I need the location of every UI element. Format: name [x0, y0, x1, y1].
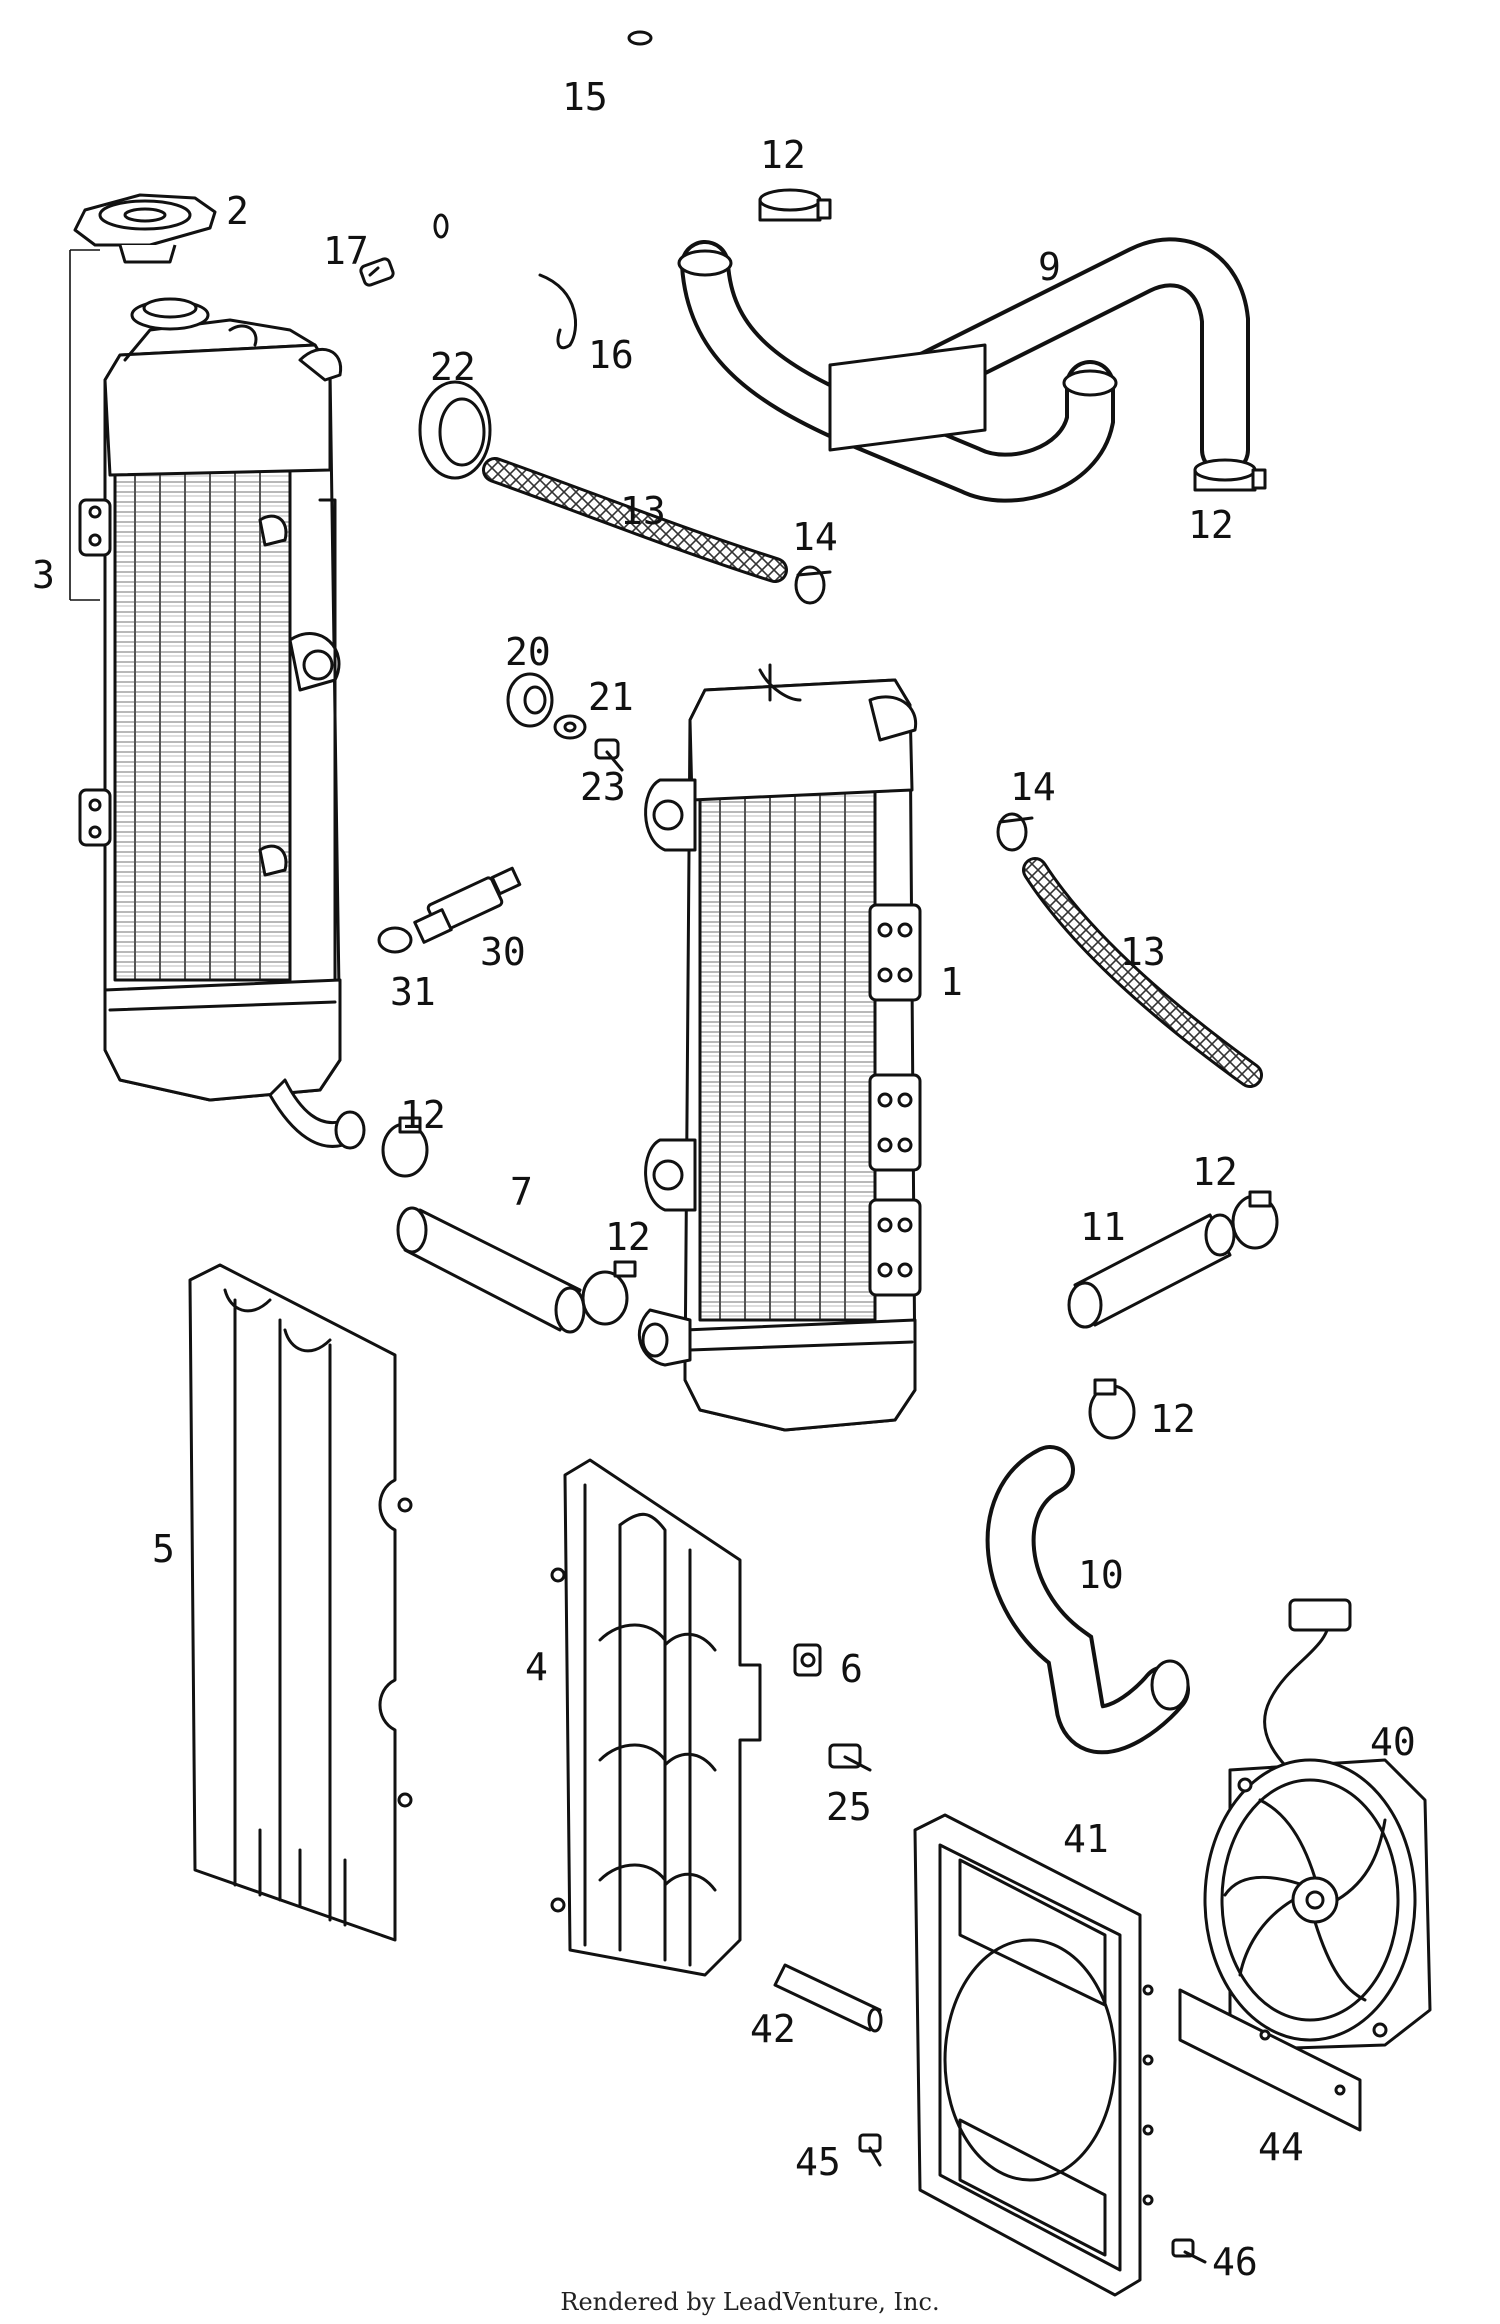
callout-14: 14: [792, 515, 838, 559]
callout-12: 12: [760, 133, 806, 177]
callout-10: 10: [1078, 1553, 1124, 1597]
callout-9: 9: [1038, 245, 1061, 289]
clamp-12-top: [758, 188, 832, 222]
callout-42: 42: [750, 2007, 796, 2051]
callout-15: 15: [562, 75, 608, 119]
hose-11: [1067, 1213, 1236, 1329]
callout-20: 20: [505, 630, 551, 674]
plate-44: [1178, 1988, 1362, 2132]
callout-11: 11: [1080, 1205, 1126, 1249]
temp-sensor-30: [413, 866, 522, 944]
right-radiator: [637, 663, 922, 1432]
callout-30: 30: [480, 930, 526, 974]
clamp-12-right: [1193, 458, 1267, 492]
clamp-12-left: [381, 1116, 429, 1178]
callout-14: 14: [1010, 765, 1056, 809]
callout-40: 40: [1370, 1720, 1416, 1764]
radiator-cap: [73, 193, 217, 264]
callout-16: 16: [588, 333, 634, 377]
callout-5: 5: [152, 1527, 175, 1571]
callout-6: 6: [840, 1647, 863, 1691]
callout-3: 3: [32, 553, 55, 597]
hose-7: [396, 1206, 586, 1334]
callout-22: 22: [430, 345, 476, 389]
y-hose: [677, 237, 1250, 503]
shroud-5: [188, 1263, 413, 1942]
callout-21: 21: [588, 675, 634, 719]
callout-13: 13: [1120, 930, 1166, 974]
callout-2: 2: [226, 189, 249, 233]
shroud-4: [550, 1458, 762, 1977]
callout-17: 17: [323, 229, 369, 273]
callout-44: 44: [1258, 2125, 1304, 2169]
callout-45: 45: [795, 2140, 841, 2184]
callout-12: 12: [1150, 1397, 1196, 1441]
callout-46: 46: [1212, 2240, 1258, 2284]
callout-31: 31: [390, 970, 436, 1014]
clamp-14-upper: [794, 565, 832, 605]
callout-1: 1: [940, 960, 963, 1004]
spacer-42: [773, 1963, 883, 2033]
clamp-14-lower: [996, 812, 1034, 852]
grommet-22: [418, 380, 492, 480]
left-radiator: [69, 249, 366, 1150]
overflow-hose: [433, 30, 653, 239]
callout-13: 13: [620, 489, 666, 533]
washer-21: [553, 714, 587, 740]
grommet-20: [506, 672, 554, 728]
callout-41: 41: [1063, 1817, 1109, 1861]
callout-12: 12: [1188, 503, 1234, 547]
callout-12: 12: [605, 1215, 651, 1259]
fan-frame-41: [913, 1813, 1154, 2297]
clamp-12-right-lower: [1088, 1378, 1136, 1440]
braided-hose-lower: [1022, 857, 1263, 1088]
screw-46: [1171, 2238, 1207, 2264]
callout-7: 7: [510, 1170, 533, 1214]
hose-clip-16: [538, 273, 577, 350]
clip-nut-6: [793, 1643, 822, 1677]
callout-12: 12: [1192, 1150, 1238, 1194]
braided-hose-upper: [482, 457, 788, 583]
fan-40: [1203, 1598, 1432, 2052]
bolt-17: [359, 257, 395, 287]
screw-45: [858, 2133, 882, 2167]
callout-4: 4: [525, 1645, 548, 1689]
callout-25: 25: [826, 1785, 872, 1829]
clamp-12-right-upper: [1231, 1190, 1279, 1250]
hose-10: [985, 1445, 1190, 1755]
bolt-23: [594, 738, 624, 772]
clamp-12-middle: [581, 1260, 637, 1326]
seal-ring-31: [377, 926, 413, 954]
callout-23: 23: [580, 765, 626, 809]
bolt-25: [828, 1743, 872, 1772]
callout-12: 12: [400, 1093, 446, 1137]
footer-credit: Rendered by LeadVenture, Inc.: [560, 2288, 939, 2316]
